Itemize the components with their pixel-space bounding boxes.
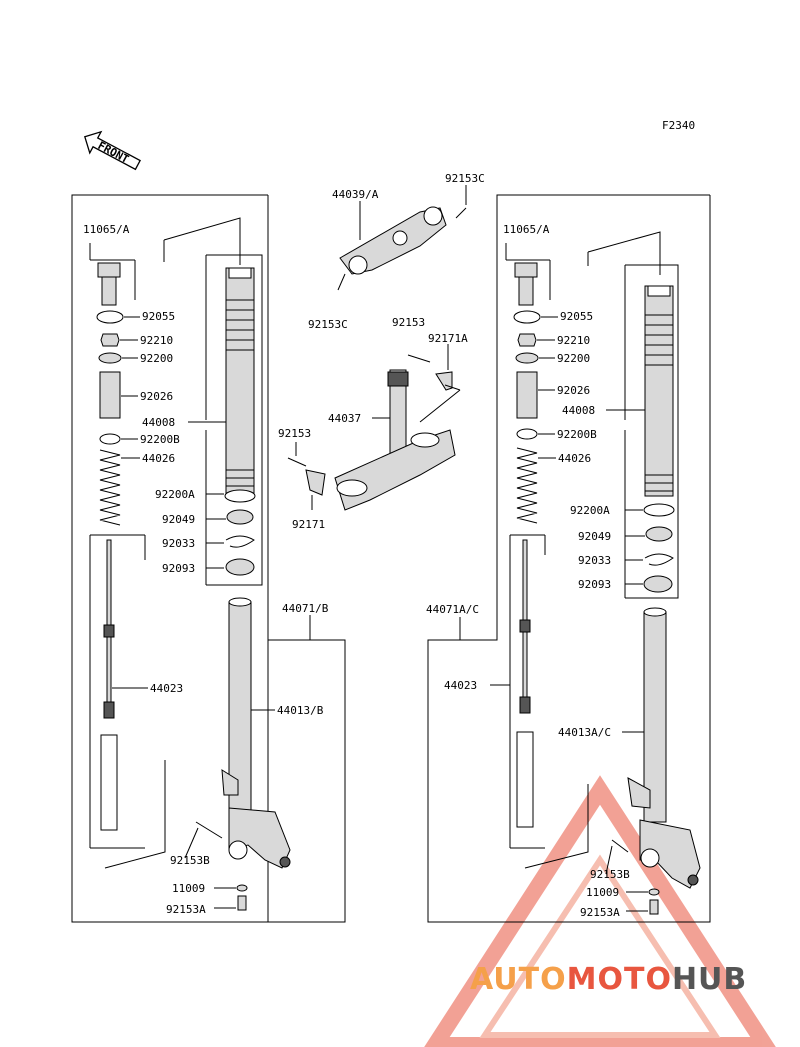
label-44071-left: 44071/B (282, 602, 329, 615)
label-92033-left: 92033 (162, 537, 195, 550)
figure-code: F2340 (662, 119, 695, 132)
label-44071-right: 44071A/C (426, 603, 479, 616)
label-44013-left: 44013/B (277, 704, 324, 717)
label-92049-right: 92049 (578, 530, 611, 543)
label-92200A-left: 92200A (155, 488, 195, 501)
label-92153C-top: 92153C (445, 172, 485, 185)
watermark-part-3: HUB (671, 962, 748, 997)
label-44026-right: 44026 (558, 452, 591, 465)
right-fork-assembly (427, 194, 711, 923)
label-11065-left: 11065/A (83, 223, 130, 236)
left-fork-assembly (71, 194, 346, 923)
label-92153B-left: 92153B (170, 854, 210, 867)
label-92055-left: 92055 (142, 310, 175, 323)
label-92093-right: 92093 (578, 578, 611, 591)
label-92026-right: 92026 (557, 384, 590, 397)
label-11009-left: 11009 (172, 882, 205, 895)
center-steering-assembly (287, 185, 467, 511)
label-44023-right: 44023 (444, 679, 477, 692)
label-92093-left: 92093 (162, 562, 195, 575)
watermark-triangle (424, 775, 776, 1047)
label-92153-upper: 92153 (392, 316, 425, 329)
label-44026-left: 44026 (142, 452, 175, 465)
label-92171: 92171 (292, 518, 325, 531)
label-92153A-right: 92153A (580, 906, 620, 919)
label-44008-right: 44008 (562, 404, 595, 417)
label-92200B-right: 92200B (557, 428, 597, 441)
label-92210-right: 92210 (557, 334, 590, 347)
label-44008-left: 44008 (142, 416, 175, 429)
label-92200-left: 92200 (140, 352, 173, 365)
label-92153C-bottom: 92153C (308, 318, 348, 331)
spring-icon (99, 449, 121, 526)
label-92153A-left: 92153A (166, 903, 206, 916)
label-44013-right: 44013A/C (558, 726, 611, 739)
watermark-part-2: MOTO (566, 962, 672, 997)
label-44023-left: 44023 (150, 682, 183, 695)
label-92200B-left: 92200B (140, 433, 180, 446)
front-arrow-icon: FRONT (83, 130, 141, 171)
label-11065-right: 11065/A (503, 223, 550, 236)
label-92055-right: 92055 (560, 310, 593, 323)
label-92049-left: 92049 (162, 513, 195, 526)
label-92153B-right: 92153B (590, 868, 630, 881)
label-92200A-right: 92200A (570, 504, 610, 517)
label-92210-left: 92210 (140, 334, 173, 347)
label-92153-lower: 92153 (278, 427, 311, 440)
label-44037: 44037 (328, 412, 361, 425)
watermark-part-1: AUTO (470, 962, 567, 997)
watermark-logo: AUTOMOTOHUB (470, 962, 795, 1002)
front-arrow-label: FRONT (96, 139, 132, 166)
label-92171A: 92171A (428, 332, 468, 345)
label-92033-right: 92033 (578, 554, 611, 567)
label-44039: 44039/A (332, 188, 379, 201)
label-92026-left: 92026 (140, 390, 173, 403)
label-92200-right: 92200 (557, 352, 590, 365)
label-11009-right: 11009 (586, 886, 619, 899)
